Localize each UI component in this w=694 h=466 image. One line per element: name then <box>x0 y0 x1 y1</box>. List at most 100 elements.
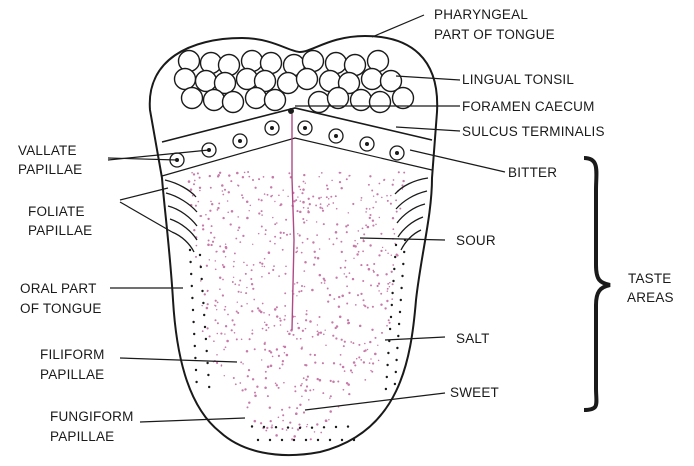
taste-dot <box>272 356 274 358</box>
taste-dot <box>202 228 204 230</box>
fungiform-dot <box>204 326 206 328</box>
taste-dot <box>366 208 368 210</box>
taste-dot <box>232 319 234 321</box>
taste-dot <box>223 250 226 253</box>
taste-dot <box>283 232 285 234</box>
taste-dot <box>336 237 338 239</box>
taste-dot <box>355 304 357 306</box>
fungiform-dot <box>194 357 196 359</box>
taste-dot <box>319 379 322 382</box>
label-foramen-caecum: FORAMEN CAECUM <box>462 99 595 114</box>
taste-dot <box>213 237 215 239</box>
taste-dot <box>208 240 210 242</box>
taste-dot <box>319 248 321 250</box>
taste-dot <box>265 324 267 326</box>
taste-dot <box>332 380 335 383</box>
taste-dot <box>369 362 371 364</box>
taste-dot <box>359 325 362 328</box>
taste-dot <box>278 417 280 419</box>
taste-dot <box>206 307 209 310</box>
taste-dot <box>308 198 310 200</box>
taste-dot <box>372 362 374 364</box>
label-sulcus-terminalis: SULCUS TERMINALIS <box>462 124 605 139</box>
taste-dot <box>393 179 395 181</box>
taste-dot <box>318 176 319 177</box>
taste-dot <box>227 314 229 316</box>
taste-dot <box>240 361 242 363</box>
fungiform-dot <box>207 374 209 376</box>
taste-dot <box>237 229 239 231</box>
taste-dot <box>298 291 300 293</box>
taste-dot <box>298 424 300 426</box>
taste-dot <box>303 221 305 223</box>
label-lingual-tonsil: LINGUAL TONSIL <box>462 72 574 87</box>
taste-dot <box>372 225 374 227</box>
taste-dot <box>226 340 229 343</box>
taste-dot <box>222 190 224 192</box>
taste-dot <box>253 299 255 301</box>
taste-dot <box>246 217 249 220</box>
taste-dot <box>248 401 250 403</box>
taste-dot <box>242 235 244 237</box>
taste-dot <box>199 190 201 192</box>
taste-dot <box>344 266 346 268</box>
taste-dot <box>292 334 294 336</box>
taste-dot <box>222 264 224 266</box>
taste-dot <box>373 271 375 273</box>
taste-dot <box>364 305 366 307</box>
taste-dot <box>342 366 345 369</box>
taste-dot <box>284 292 286 294</box>
taste-dot <box>288 172 290 174</box>
taste-dot <box>263 312 265 314</box>
taste-dot <box>283 382 285 384</box>
taste-dot <box>254 187 256 189</box>
taste-dot <box>333 298 335 300</box>
taste-dot <box>219 277 221 279</box>
taste-dot <box>260 311 263 314</box>
sulcus-terminalis-line <box>162 108 432 142</box>
taste-dot <box>354 240 356 242</box>
taste-dot <box>252 179 254 181</box>
taste-dot <box>242 363 243 364</box>
taste-dot <box>385 249 387 251</box>
fungiform-dot <box>263 426 265 428</box>
taste-dot <box>219 172 221 174</box>
taste-dot <box>314 251 316 253</box>
taste-dot <box>320 203 322 205</box>
taste-dot <box>209 335 211 337</box>
fungiform-dot <box>206 362 208 364</box>
taste-dot <box>253 264 255 266</box>
taste-dot <box>320 332 322 334</box>
taste-dot <box>329 238 331 240</box>
taste-dot <box>202 330 204 332</box>
taste-dot <box>237 216 239 218</box>
taste-dot <box>225 325 227 327</box>
taste-dot <box>207 303 209 305</box>
taste-dot <box>195 256 197 258</box>
taste-dot <box>318 332 320 334</box>
taste-dot <box>257 307 259 309</box>
taste-dot <box>287 196 288 197</box>
taste-dot <box>244 172 246 174</box>
taste-dot <box>323 333 325 335</box>
taste-dot <box>196 245 198 247</box>
taste-dot <box>218 174 220 176</box>
fungiform-dot <box>201 290 203 292</box>
taste-dot <box>297 196 298 197</box>
taste-dot <box>316 221 317 222</box>
taste-dot <box>312 195 314 197</box>
taste-dot <box>265 371 267 373</box>
taste-dot <box>278 355 280 357</box>
taste-dot <box>237 184 239 186</box>
taste-dot <box>261 214 263 216</box>
taste-dot <box>239 279 241 281</box>
taste-dot <box>339 364 341 366</box>
lingual-tonsil-nodules <box>175 51 414 113</box>
taste-dot <box>192 195 194 197</box>
tonsil-nodule <box>362 69 383 90</box>
taste-dot <box>357 294 359 296</box>
taste-dot <box>193 173 195 175</box>
tonsil-nodule <box>223 92 244 113</box>
